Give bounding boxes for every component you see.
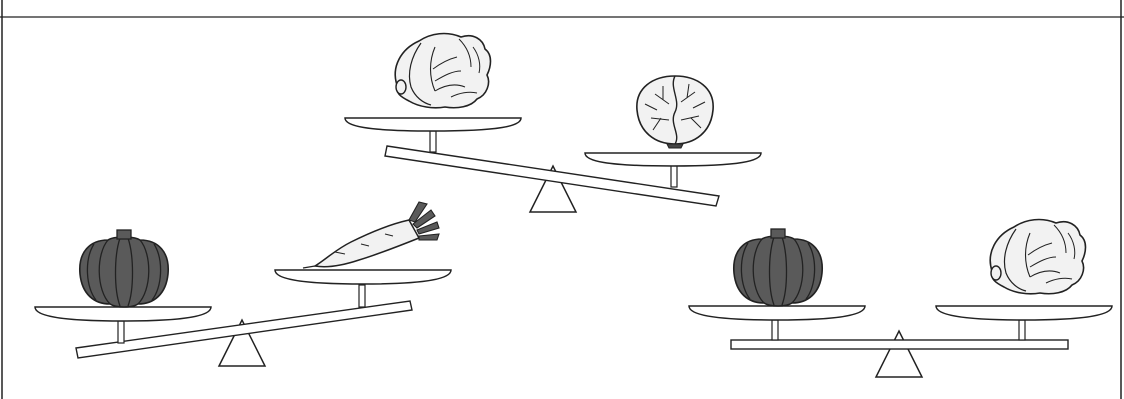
- cabbage-icon: [637, 76, 713, 148]
- radish-icon: [303, 202, 439, 268]
- pumpkin-icon: [734, 229, 822, 306]
- pumpkin-icon: [80, 230, 168, 307]
- pan-right-bottom-left: [275, 270, 451, 284]
- napa-cabbage-icon: [395, 34, 490, 108]
- balance-bottom-left: [35, 202, 451, 366]
- fulcrum-bottom-right: [876, 331, 922, 377]
- pan-left-bottom-left: [35, 307, 211, 321]
- napa-cabbage-icon: [990, 220, 1085, 294]
- balance-bottom-right: [689, 220, 1112, 377]
- pan-right-bottom-right: [936, 306, 1112, 320]
- balance-top: [345, 34, 761, 212]
- beam-bottom-right: [731, 340, 1068, 349]
- pan-left-top: [345, 118, 521, 131]
- pan-right-top: [585, 153, 761, 166]
- pan-left-bottom-right: [689, 306, 865, 320]
